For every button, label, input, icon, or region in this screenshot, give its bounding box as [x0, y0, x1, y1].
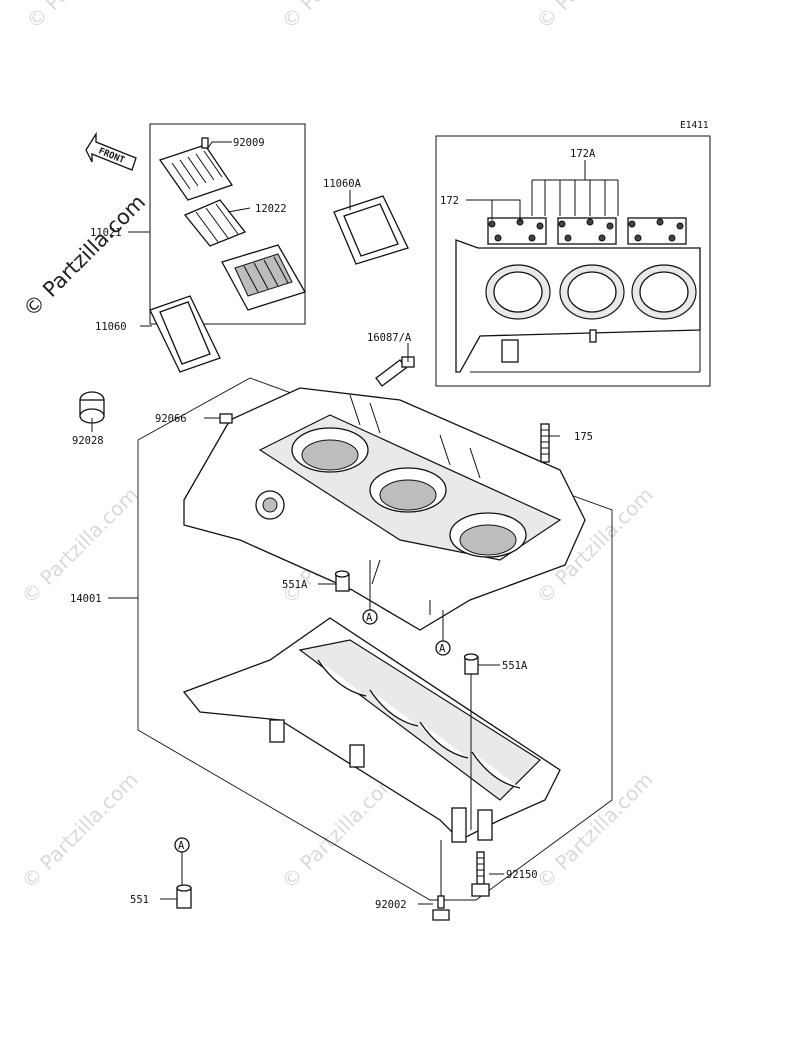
front-arrow: FRONT — [85, 131, 137, 171]
callout-12022: 12022 — [255, 203, 287, 215]
reference-marker-a: A — [174, 837, 190, 853]
callout-92150: 92150 — [506, 869, 538, 881]
diagram-code: E1411 — [680, 120, 709, 131]
callout-labels: E1411 92009 12022 11021 11060A 11060 160… — [70, 120, 709, 911]
plug-92028 — [79, 391, 105, 424]
callout-14001: 14001 — [70, 593, 102, 605]
dowel-551A-right — [463, 653, 479, 675]
callout-172: 172 — [440, 195, 459, 207]
callout-551: 551 — [130, 894, 149, 906]
callout-172A: 172A — [570, 148, 596, 160]
callout-11021: 11021 — [90, 227, 122, 239]
leader-lines — [91, 141, 560, 905]
bolt-92002 — [432, 895, 450, 921]
watermark-text: © Partzilla.com — [17, 482, 143, 608]
plug-92066 — [219, 413, 233, 424]
watermark-text: © Partzilla.com — [532, 0, 658, 34]
reference-marker-label: A — [178, 840, 185, 852]
reference-marker-label: A — [439, 643, 446, 655]
watermark-text: © Partzilla.com — [17, 767, 143, 893]
callout-551A-right: 551A — [502, 660, 528, 672]
reference-marker-label: A — [366, 612, 373, 624]
reed-petals — [183, 199, 247, 247]
callout-11060: 11060 — [95, 321, 127, 333]
callout-92028: 92028 — [72, 435, 104, 447]
callout-11060A: 11060A — [323, 178, 362, 190]
dowel-551 — [176, 884, 192, 909]
callout-92009: 92009 — [233, 137, 265, 149]
callout-92002: 92002 — [375, 899, 407, 911]
inset-panel — [435, 135, 711, 387]
gasket-11060 — [149, 295, 221, 373]
reed-valve-frame — [149, 123, 306, 325]
callout-16087A: 16087/A — [367, 332, 412, 344]
watermark-text: © Partzilla.com — [277, 767, 403, 893]
watermark-main: © Partzilla.com — [19, 190, 151, 322]
dowel-551A-left — [334, 570, 350, 592]
bolt-92150 — [471, 851, 490, 897]
reed-stopper — [158, 144, 234, 201]
watermark-text: © Partzilla.com — [277, 0, 403, 34]
callout-551A-left: 551A — [282, 579, 308, 591]
lower-crankcase — [182, 617, 561, 843]
upper-crankcase — [183, 387, 586, 631]
inset-frame — [435, 135, 711, 387]
reed-valve-assembly — [149, 123, 306, 325]
reference-marker-a: A — [362, 609, 378, 625]
watermark-text: © Partzilla.com — [22, 0, 148, 34]
reference-marker-a: A — [435, 640, 451, 656]
callout-175: 175 — [574, 431, 593, 443]
callout-92066: 92066 — [155, 413, 187, 425]
stud-175 — [540, 423, 550, 463]
gasket-11060A — [333, 195, 409, 265]
